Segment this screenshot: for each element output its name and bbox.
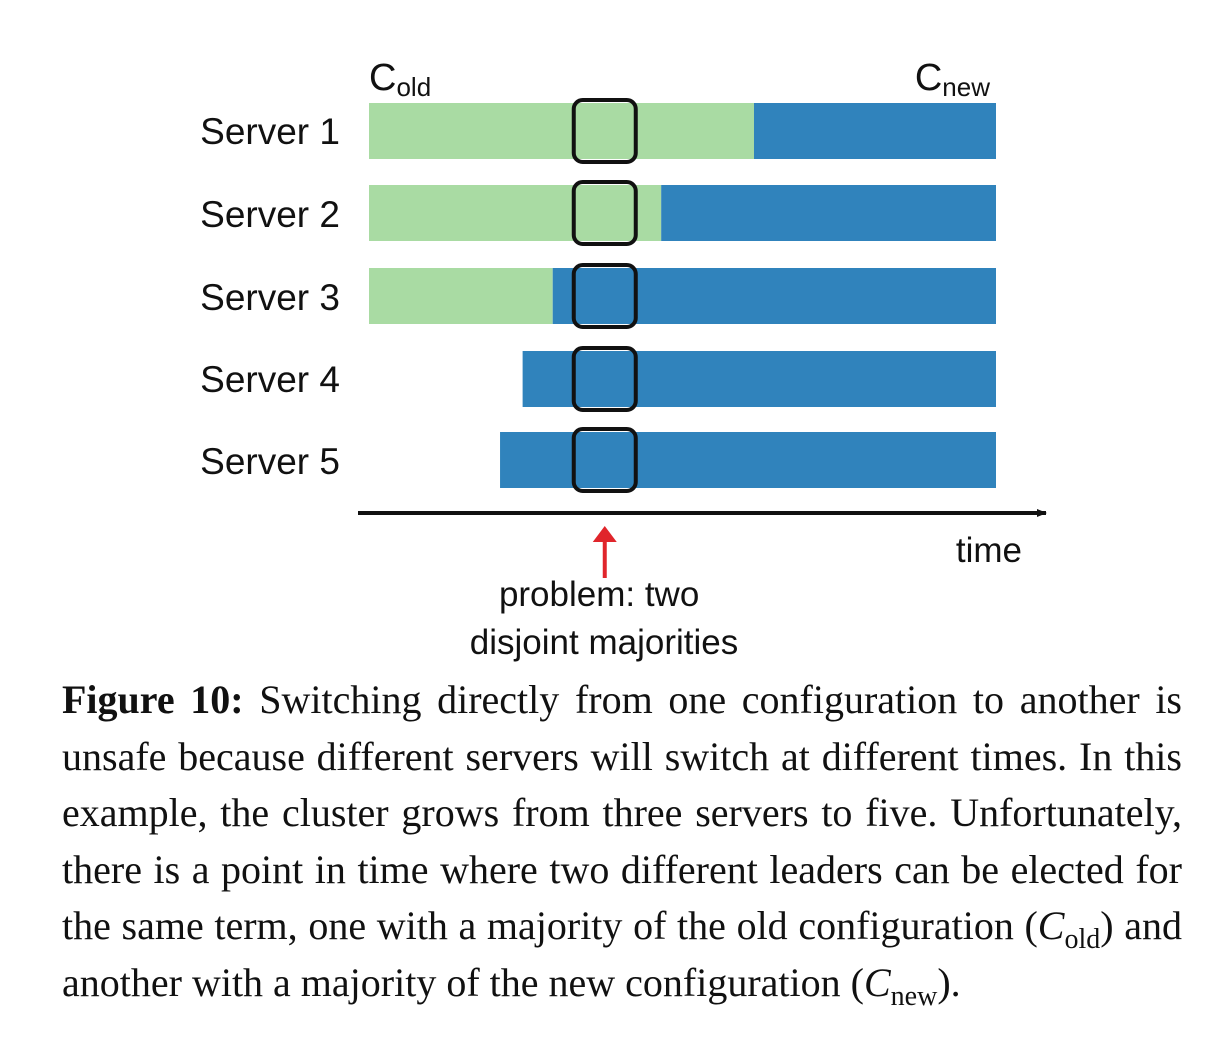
config-switch-diagram: Cold Cnew Server 1 Server 2 Server 3 Ser…: [200, 57, 1047, 662]
problem-arrow: [592, 526, 617, 578]
highlight-box: [571, 180, 638, 246]
highlight-box: [571, 427, 638, 493]
problem-label-line: problem: two: [499, 575, 699, 614]
new-config-bar: [661, 185, 996, 241]
c-new-subscript: new: [890, 980, 938, 1012]
c-new-sub: new: [942, 72, 990, 102]
highlight-box: [571, 98, 638, 164]
new-config-bar: [500, 432, 996, 488]
caption-text: ).: [937, 959, 961, 1005]
c-old-subscript: old: [1064, 924, 1101, 955]
c-new-symbol: Cnew: [863, 959, 938, 1012]
problem-label: problem: two disjoint majorities: [470, 575, 738, 662]
new-config-bar: [552, 268, 996, 324]
server-row: Server 4: [200, 351, 996, 407]
figure-number: Figure 10:: [62, 677, 244, 722]
old-config-bar: [369, 185, 662, 241]
c-old-label: Cold: [369, 57, 431, 102]
old-config-bar: [369, 103, 754, 159]
old-config-bar: [369, 268, 553, 324]
problem-label-line: disjoint majorities: [470, 623, 738, 662]
highlight-box: [571, 263, 638, 329]
server-row: Server 3: [200, 268, 996, 324]
c-old-symbol: Cold: [1037, 903, 1101, 955]
c-new-main: C: [915, 57, 942, 99]
time-axis-label: time: [956, 531, 1022, 570]
c-old-main: C: [369, 57, 396, 99]
new-config-bar: [753, 103, 996, 159]
server-label: Server 2: [200, 194, 340, 235]
server-label: Server 1: [200, 111, 340, 152]
c-new-label: Cnew: [915, 57, 990, 102]
server-row: Server 5: [200, 432, 996, 488]
new-config-bar: [522, 351, 996, 407]
server-row: Server 2: [200, 185, 996, 241]
server-label: Server 4: [200, 359, 340, 400]
highlight-box: [571, 346, 638, 412]
caption-text: Switching directly from one configuratio…: [62, 677, 1182, 948]
server-label: Server 3: [200, 277, 340, 318]
caption-text: ) and another with a majority of the new…: [62, 903, 1182, 1005]
c-old-sub: old: [396, 72, 431, 102]
server-row: Server 1: [200, 103, 996, 159]
server-label: Server 5: [200, 441, 340, 482]
figure-caption: Figure 10: Switching directly from one c…: [62, 672, 1182, 1011]
